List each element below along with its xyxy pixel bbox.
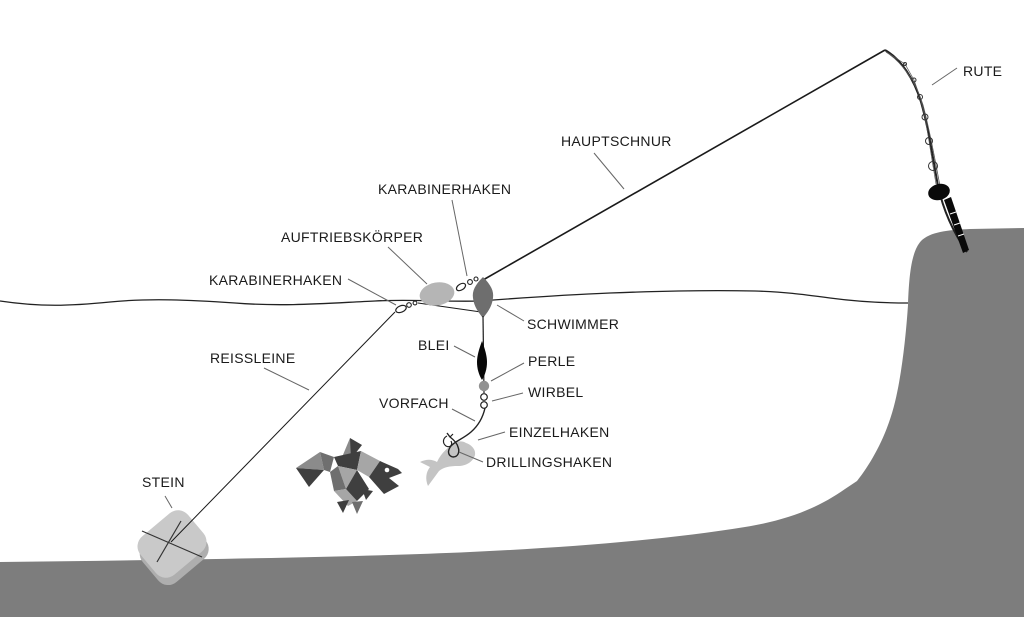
- pointer-karabinerhaken-top: [451, 199, 468, 277]
- snap-ring: [406, 302, 412, 308]
- fish-facet: [330, 466, 346, 491]
- snap-ring: [473, 276, 479, 282]
- label-perle: PERLE: [528, 353, 575, 369]
- rod-guide-icon: [928, 161, 938, 171]
- fish-tail-facet: [296, 452, 324, 470]
- label-karabinerhaken-top: KARABINERHAKEN: [378, 181, 511, 197]
- pointer-wirbel: [491, 392, 524, 402]
- main-fishing-line: [482, 49, 886, 281]
- pointer-perle: [490, 362, 525, 382]
- rod-handle-stripe: [949, 211, 957, 215]
- ground-terrain: [0, 228, 1024, 617]
- stone-rope-line-1: [141, 530, 203, 558]
- snap-link: [395, 304, 407, 314]
- bait-fish: [420, 441, 476, 486]
- fish-fin-facet: [337, 500, 349, 513]
- swivel: [480, 393, 488, 409]
- pointer-stein: [164, 495, 173, 509]
- fish-facet: [334, 451, 361, 470]
- snap-ring: [412, 300, 418, 306]
- pointer-drillingshaken: [458, 451, 484, 463]
- label-einzelhaken: EINZELHAKEN: [509, 424, 610, 440]
- fish-facet: [320, 452, 334, 472]
- pointer-vorfach: [451, 408, 476, 422]
- label-hauptschnur: HAUPTSCHNUR: [561, 133, 672, 149]
- label-wirbel: WIRBEL: [528, 384, 583, 400]
- buoyancy-body: [419, 282, 455, 306]
- snap-ring: [467, 279, 473, 285]
- snap-swivel-left: [395, 300, 418, 314]
- label-rute: RUTE: [963, 63, 1002, 79]
- fishing-rod: [884, 49, 969, 253]
- bead: [478, 380, 490, 392]
- stone-anchor: [137, 510, 209, 586]
- rod-blank-highlight: [885, 51, 941, 187]
- fish-facet: [346, 470, 369, 501]
- lead-weight: [477, 341, 487, 380]
- leader-and-single-hook: [446, 407, 486, 458]
- label-vorfach: VORFACH: [379, 395, 449, 411]
- label-blei: BLEI: [418, 337, 450, 353]
- fish-head-facet: [369, 461, 402, 494]
- fish-fin-facet: [352, 501, 363, 514]
- treble-hook: [442, 433, 454, 448]
- stone-rope-line-2: [156, 520, 182, 563]
- label-auftriebskoerper: AUFTRIEBSKÖRPER: [281, 228, 423, 245]
- label-pointers: [164, 67, 958, 509]
- fish-facet: [338, 466, 357, 489]
- label-schwimmer: SCHWIMMER: [527, 316, 619, 332]
- pointer-reissleine: [263, 367, 310, 391]
- rod-handle-stripe: [957, 233, 965, 237]
- label-stein: STEIN: [142, 474, 185, 490]
- pointer-einzelhaken: [477, 431, 506, 441]
- snap-swivel-top: [455, 276, 479, 292]
- fishing-reel: [928, 183, 950, 201]
- snap-link: [455, 282, 467, 292]
- polygon-fish-illustration: [296, 438, 402, 514]
- rod-guide-icon: [911, 77, 917, 83]
- fish-fin-facet: [362, 489, 373, 500]
- pointer-rute: [931, 67, 958, 86]
- pointer-hauptschnur: [593, 152, 625, 190]
- swivel-ring: [480, 393, 488, 401]
- label-reissleine: REISSLEINE: [210, 350, 295, 366]
- pointer-blei: [453, 345, 476, 358]
- rod-guide-icon: [917, 94, 923, 100]
- fish-head-facet: [357, 451, 380, 477]
- float: [472, 277, 494, 318]
- rip-line-lower: [170, 311, 396, 543]
- pointer-schwimmer: [496, 304, 525, 322]
- rod-guide-icon: [903, 62, 907, 66]
- label-karabinerhaken-left: KARABINERHAKEN: [209, 272, 342, 288]
- rod-guide-icon: [921, 113, 929, 121]
- rod-handle: [944, 197, 969, 253]
- label-drillingshaken: DRILLINGSHAKEN: [486, 454, 612, 470]
- rod-guide-icon: [925, 137, 933, 145]
- swivel-ring: [480, 401, 488, 409]
- rod-handle-stripe: [953, 222, 961, 226]
- pointer-karabinerhaken-left: [347, 278, 397, 306]
- pointer-auftriebskoerper: [387, 246, 428, 285]
- fish-tail-facet: [296, 468, 324, 487]
- fish-eye: [384, 467, 390, 473]
- fish-facet: [334, 489, 357, 506]
